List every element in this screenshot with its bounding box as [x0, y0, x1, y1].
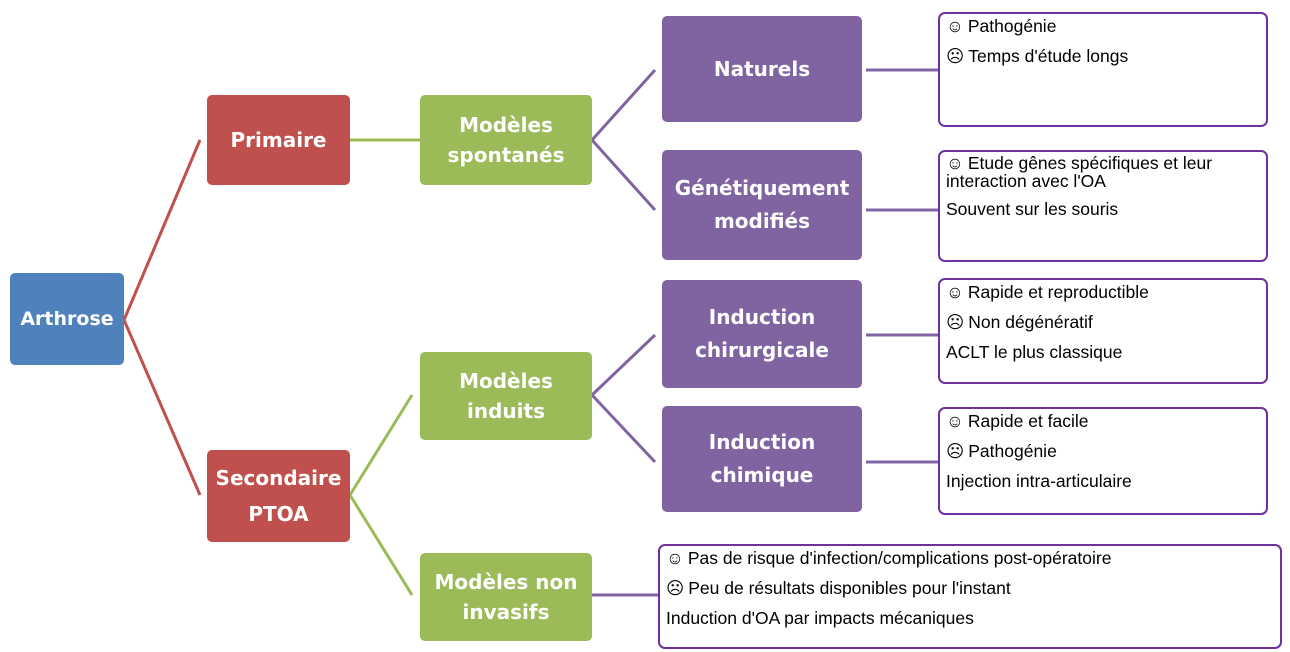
secondaire-sublabel: PTOA	[248, 502, 309, 526]
naturels-node[interactable]: Naturels	[662, 16, 862, 122]
smiley-icon: ☺	[666, 548, 684, 568]
induction-chimique-line2: chimique	[710, 463, 814, 487]
genetiquement-modifies-node[interactable]: Génétiquement modifiés	[662, 150, 862, 260]
chirurgicale-pro-text: Rapide et reproductible	[967, 282, 1149, 302]
connector-spontanes-naturels	[590, 68, 657, 142]
chimique-con-text: Pathogénie	[968, 441, 1057, 461]
primaire-node[interactable]: Primaire	[207, 95, 350, 185]
chimique-info-row: Injection intra-articulaire	[946, 471, 1260, 492]
chirurgicale-con-text: Non dégénératif	[968, 312, 1093, 332]
naturels-con-text: Temps d'étude longs	[968, 46, 1129, 66]
genetiques-pro-text: Etude gênes spécifiques et leur interact…	[946, 153, 1213, 191]
modeles-non-invasifs-line2: invasifs	[462, 600, 550, 624]
secondaire-node[interactable]: Secondaire PTOA	[207, 450, 350, 542]
modeles-non-invasifs-node[interactable]: Modèles non invasifs	[420, 553, 592, 641]
naturels-pro-row: ☺Pathogénie	[946, 16, 1260, 37]
genetiquement-modifies-line2: modifiés	[713, 209, 811, 233]
modeles-induits-line2: induits	[467, 399, 545, 423]
naturels-con-row: ☹Temps d'étude longs	[946, 46, 1260, 67]
smiley-icon: ☺	[946, 16, 964, 36]
non-invasifs-con-text: Peu de résultats disponibles pour l'inst…	[688, 578, 1011, 598]
frown-icon: ☹	[946, 441, 965, 461]
genetiquement-modifies-note: ☺Etude gênes spécifiques et leur interac…	[938, 150, 1268, 262]
naturels-pro-text: Pathogénie	[967, 16, 1057, 36]
smiley-icon: ☺	[946, 153, 964, 173]
secondaire-label: Secondaire	[215, 466, 342, 490]
modeles-spontanes-node[interactable]: Modèles spontanés	[420, 95, 592, 185]
genetiquement-modifies-line1: Génétiquement	[674, 176, 850, 200]
chirurgicale-con-row: ☹Non dégénératif	[946, 312, 1260, 333]
frown-icon: ☹	[946, 312, 965, 332]
connector-secondaire-noninvasifs	[348, 494, 414, 596]
chimique-pro-text: Rapide et facile	[967, 411, 1089, 431]
arthrose-label: Arthrose	[20, 308, 114, 330]
chimique-pro-row: ☺Rapide et facile	[946, 411, 1260, 432]
connector-induits-chimique	[590, 393, 657, 464]
induction-chirurgicale-node[interactable]: Induction chirurgicale	[662, 280, 862, 388]
induction-chimique-note: ☺Rapide et facile ☹Pathogénie Injection …	[938, 407, 1268, 515]
induction-chirurgicale-line1: Induction	[708, 305, 816, 329]
frown-icon: ☹	[946, 46, 965, 66]
induction-chimique-node[interactable]: Induction chimique	[662, 406, 862, 512]
connector-secondaire-induits	[348, 394, 414, 496]
smiley-icon: ☺	[946, 411, 964, 431]
chirurgicale-info-text: ACLT le plus classique	[946, 342, 1123, 362]
connector-root-primaire	[122, 139, 202, 321]
induction-chimique-line1: Induction	[708, 430, 816, 454]
genetiques-pro-row: ☺Etude gênes spécifiques et leur interac…	[946, 154, 1260, 190]
chirurgicale-info-row: ACLT le plus classique	[946, 342, 1260, 363]
smiley-icon: ☺	[946, 282, 964, 302]
naturels-note: ☺Pathogénie ☹Temps d'étude longs	[938, 12, 1268, 127]
connector-induits-chirurgicale	[590, 333, 657, 397]
induction-chirurgicale-note: ☺Rapide et reproductible ☹Non dégénérati…	[938, 278, 1268, 384]
induction-chirurgicale-line2: chirurgicale	[695, 338, 829, 362]
modeles-induits-line1: Modèles	[459, 369, 553, 393]
non-invasifs-pro-text: Pas de risque d'infection/complications …	[687, 548, 1112, 568]
non-invasifs-info-text: Induction d'OA par impacts mécaniques	[666, 608, 974, 628]
modeles-non-invasifs-line1: Modèles non	[434, 570, 578, 594]
primaire-label: Primaire	[230, 128, 327, 152]
genetiques-info-row: Souvent sur les souris	[946, 199, 1260, 220]
arthrose-node[interactable]: Arthrose	[10, 273, 124, 365]
modeles-induits-node[interactable]: Modèles induits	[420, 352, 592, 440]
modeles-spontanes-line2: spontanés	[447, 143, 565, 167]
chimique-info-text: Injection intra-articulaire	[946, 471, 1132, 491]
chirurgicale-pro-row: ☺Rapide et reproductible	[946, 282, 1260, 303]
non-invasifs-con-row: ☹Peu de résultats disponibles pour l'ins…	[666, 578, 1274, 599]
frown-icon: ☹	[666, 578, 685, 598]
non-invasifs-info-row: Induction d'OA par impacts mécaniques	[666, 608, 1274, 629]
naturels-label: Naturels	[713, 56, 811, 81]
modeles-spontanes-line1: Modèles	[459, 113, 553, 137]
non-invasifs-pro-row: ☺Pas de risque d'infection/complications…	[666, 548, 1274, 569]
connector-root-secondaire	[122, 319, 202, 496]
chimique-con-row: ☹Pathogénie	[946, 441, 1260, 462]
genetiques-info-text: Souvent sur les souris	[946, 199, 1119, 219]
connector-spontanes-genetiques	[590, 138, 657, 212]
non-invasifs-note: ☺Pas de risque d'infection/complications…	[658, 544, 1282, 649]
